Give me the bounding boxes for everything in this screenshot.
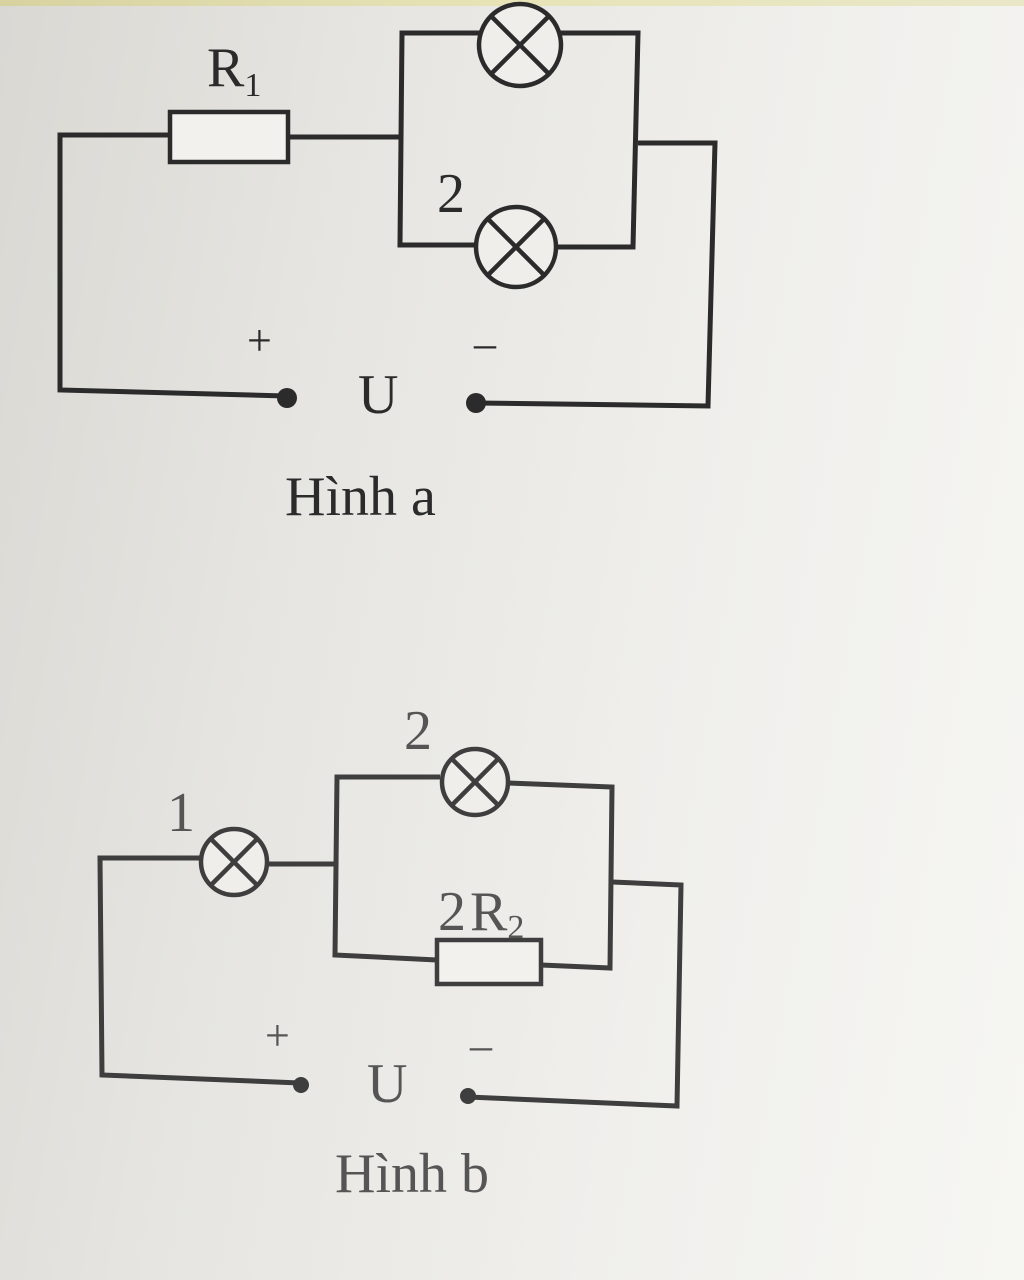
fig-a-negative-terminal xyxy=(466,393,486,413)
fig-b-parallel-right-wire xyxy=(507,780,615,971)
fig-a-left-wire xyxy=(57,132,287,399)
figure-b: 1 2 2R2 + – U Hình b xyxy=(97,700,684,1205)
fig-a-parallel-left-wire xyxy=(397,30,481,248)
fig-a-r1-label: R1 xyxy=(207,37,261,104)
fig-b-lamp-1 xyxy=(198,826,270,898)
fig-b-lamp-2-label: 2 xyxy=(404,700,432,762)
fig-b-negative-terminal xyxy=(460,1088,476,1104)
fig-b-r2-label: 2R2 xyxy=(438,881,524,946)
fig-b-positive-terminal xyxy=(293,1077,309,1093)
fig-b-caption: Hình b xyxy=(335,1143,489,1205)
fig-a-resistor-r1 xyxy=(167,109,291,165)
fig-a-parallel-right-wire xyxy=(555,30,641,250)
fig-a-right-wire xyxy=(477,140,718,409)
fig-b-plus-sign: + xyxy=(265,1011,290,1060)
fig-b-parallel-left-wire xyxy=(332,774,440,963)
fig-b-left-wire xyxy=(97,855,301,1086)
fig-b-lamp-1-label: 1 xyxy=(167,782,195,844)
fig-b-resistor-r2 xyxy=(434,937,544,987)
fig-b-minus-sign: – xyxy=(469,1021,493,1070)
fig-a-caption: Hình a xyxy=(285,466,436,528)
fig-a-voltage-label: U xyxy=(358,364,398,426)
fig-a-minus-sign: – xyxy=(473,319,497,368)
fig-b-voltage-label: U xyxy=(367,1053,407,1115)
fig-a-positive-terminal xyxy=(277,388,297,408)
figure-a: R1 2 + – U Hình a xyxy=(57,1,718,528)
fig-a-plus-sign: + xyxy=(247,316,272,365)
fig-a-lamp-2 xyxy=(473,204,559,290)
fig-b-right-wire xyxy=(467,879,684,1109)
fig-b-lamp-2 xyxy=(439,746,511,818)
fig-a-lamp-1 xyxy=(476,1,564,89)
fig-a-lamp-2-label: 2 xyxy=(437,163,465,225)
